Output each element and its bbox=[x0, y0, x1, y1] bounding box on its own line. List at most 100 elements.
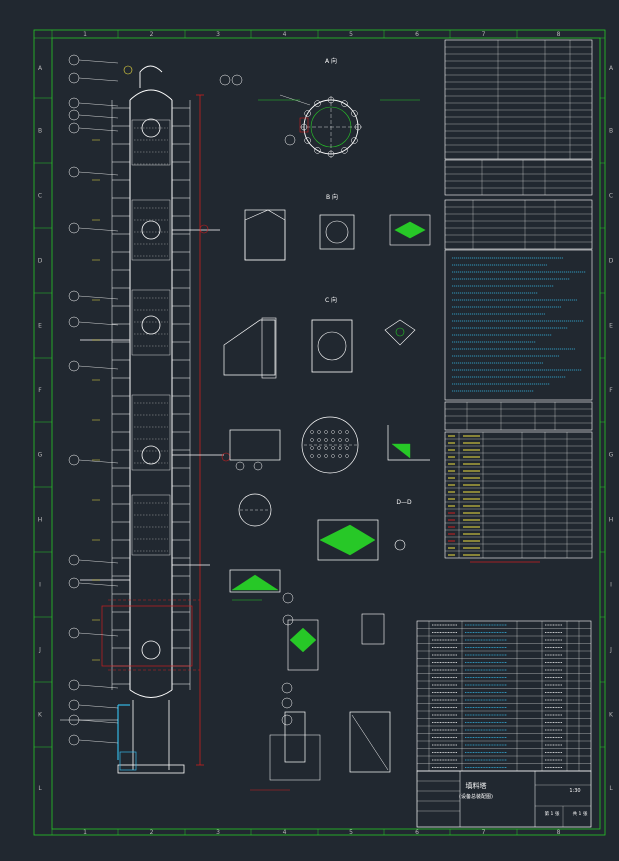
leader bbox=[78, 321, 119, 326]
standards-table bbox=[444, 199, 593, 250]
detail-k2-diag bbox=[351, 714, 389, 771]
red-callout bbox=[221, 452, 231, 462]
balloon bbox=[235, 461, 245, 471]
title-block-frame bbox=[416, 770, 592, 828]
leader bbox=[78, 102, 119, 107]
leader bbox=[78, 227, 119, 232]
base-ring bbox=[117, 764, 185, 774]
perforation bbox=[331, 446, 335, 450]
zone-column-label: 6 bbox=[415, 829, 419, 836]
detail-title-c: C 向 bbox=[325, 296, 337, 304]
detail-i2 bbox=[361, 613, 385, 645]
perforation bbox=[310, 438, 314, 442]
leader bbox=[78, 704, 119, 709]
plan-nozzle-red bbox=[299, 117, 309, 133]
zone-row-label: F bbox=[38, 387, 42, 394]
plan-bolt bbox=[351, 137, 358, 144]
zone-column-label: 7 bbox=[482, 31, 486, 38]
leader bbox=[78, 171, 119, 176]
leader bbox=[78, 582, 119, 587]
plan-bolt bbox=[314, 147, 321, 154]
zone-row-label: D bbox=[609, 258, 614, 265]
detail-i1-weld bbox=[289, 627, 317, 653]
packing-section bbox=[131, 394, 171, 471]
perforation bbox=[345, 454, 349, 458]
balloon bbox=[253, 461, 263, 471]
inner-border bbox=[51, 37, 601, 830]
zone-row-label: I bbox=[39, 582, 41, 589]
balloon bbox=[68, 454, 80, 466]
zone-column-label: 2 bbox=[150, 31, 154, 38]
plan-bolt bbox=[351, 110, 358, 117]
zone-column-label: 3 bbox=[216, 829, 220, 836]
perforation bbox=[324, 454, 328, 458]
zone-column-label: 5 bbox=[349, 829, 353, 836]
zone-column-label: 3 bbox=[216, 31, 220, 38]
detail-view-titles: A 向 B 向 C 向 D—D bbox=[325, 57, 412, 506]
manhole bbox=[141, 640, 161, 660]
plan-bolt bbox=[314, 100, 321, 107]
perforation bbox=[345, 438, 349, 442]
perforation bbox=[310, 446, 314, 450]
zone-column-label: 1 bbox=[83, 31, 87, 38]
manhole bbox=[141, 315, 161, 335]
perforation bbox=[338, 454, 342, 458]
detail-c3 bbox=[384, 319, 416, 346]
packing-section bbox=[131, 289, 171, 356]
zone-row-label: E bbox=[38, 323, 42, 330]
perforation bbox=[310, 430, 314, 434]
detail-b2 bbox=[319, 214, 355, 250]
red-callout bbox=[199, 224, 209, 234]
detail-k1 bbox=[284, 711, 306, 763]
manhole bbox=[141, 220, 161, 240]
balloon bbox=[68, 54, 80, 66]
zone-row-label: J bbox=[609, 647, 612, 654]
zone-row-label: C bbox=[38, 193, 42, 200]
detail-b1-profile bbox=[244, 209, 286, 261]
title-block: 填料塔 (设备总装配图) 1:30 第 1 张 共 1 张 bbox=[416, 770, 592, 828]
zone-row-label: A bbox=[38, 65, 43, 72]
leader bbox=[78, 114, 119, 119]
zone-row-label: F bbox=[609, 387, 613, 394]
detail-c3-weld bbox=[395, 327, 405, 337]
leader bbox=[78, 559, 119, 564]
nozzle-table bbox=[444, 159, 593, 196]
leader bbox=[78, 739, 119, 744]
detail-k1-frame bbox=[269, 734, 321, 781]
detail-h2-support bbox=[319, 524, 376, 556]
leader bbox=[78, 632, 119, 637]
zone-column-label: 7 bbox=[482, 829, 486, 836]
leader bbox=[78, 719, 119, 724]
zone-row-label: L bbox=[609, 785, 613, 792]
drawing-title: 填料塔 bbox=[466, 781, 487, 790]
zone-row-label: J bbox=[38, 647, 41, 654]
zone-row-label: H bbox=[609, 517, 614, 524]
balloon bbox=[68, 166, 80, 178]
detail-b3 bbox=[389, 214, 431, 246]
zone-row-label: G bbox=[609, 452, 614, 459]
plan-bolt bbox=[341, 100, 348, 107]
balloon bbox=[68, 627, 80, 639]
zone-row-label: D bbox=[38, 258, 43, 265]
sheet-count: 共 1 张 bbox=[573, 810, 588, 817]
outer-border bbox=[33, 29, 606, 836]
balloon bbox=[68, 316, 80, 328]
detail-h4 bbox=[229, 569, 281, 593]
perforation bbox=[324, 430, 328, 434]
balloon bbox=[68, 222, 80, 234]
zone-column-label: 2 bbox=[150, 829, 154, 836]
balloon bbox=[68, 290, 80, 302]
zone-column-label: 1 bbox=[83, 829, 87, 836]
manhole bbox=[141, 445, 161, 465]
zone-row-label: E bbox=[609, 323, 613, 330]
detail-b2-pipe bbox=[325, 220, 349, 244]
outlet-valve bbox=[119, 751, 137, 771]
sheet-number: 第 1 张 bbox=[545, 810, 560, 817]
leader bbox=[78, 684, 119, 689]
detail-title-d: D—D bbox=[396, 499, 412, 506]
detail-views bbox=[223, 94, 431, 791]
zone-row-label: C bbox=[609, 193, 613, 200]
zone-column-label: 5 bbox=[349, 31, 353, 38]
zone-column-label: 4 bbox=[283, 829, 287, 836]
